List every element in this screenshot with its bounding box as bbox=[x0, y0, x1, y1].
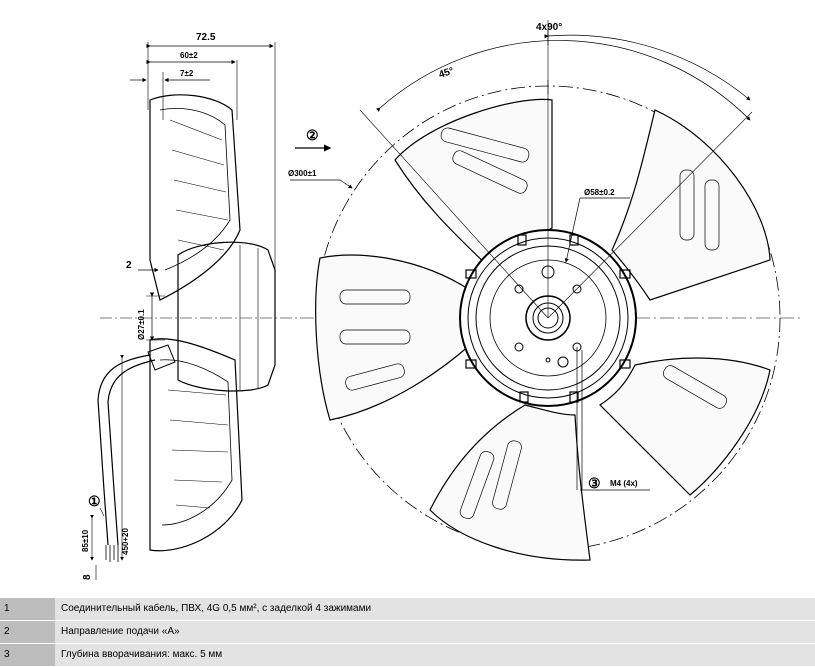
legend-text: Глубина вворачивания: макс. 5 мм bbox=[55, 644, 815, 666]
dim-depth-60: 60±2 bbox=[180, 51, 198, 60]
dim-hole-circle: Ø58±0.2 bbox=[584, 188, 615, 197]
dim-cable-length: 450+20 bbox=[121, 528, 130, 555]
dim-overall-depth: 72.5 bbox=[196, 32, 216, 43]
dim-strip-8: 8 bbox=[82, 574, 93, 580]
legend-row: 1 Соединительный кабель, ПВХ, 4G 0,5 мм²… bbox=[0, 598, 815, 621]
legend-row: 2 Направление подачи «A» bbox=[0, 621, 815, 644]
dim-cable-strip: 85±10 bbox=[81, 529, 90, 552]
dim-offset-2: 2 bbox=[126, 260, 132, 271]
legend-number: 3 bbox=[0, 644, 55, 666]
dim-angle-45: 45° bbox=[438, 66, 456, 81]
side-view bbox=[90, 42, 300, 580]
dim-fan-diameter: Ø300±1 bbox=[288, 169, 317, 178]
legend-text: Соединительный кабель, ПВХ, 4G 0,5 мм², … bbox=[55, 598, 815, 620]
dim-angle-spacing: 4x90° bbox=[536, 22, 562, 33]
marker-1: ① bbox=[88, 493, 101, 509]
technical-drawing: 72.5 60±2 7±2 2 Ø27±0.1 450+20 85±10 8 ① bbox=[81, 20, 800, 580]
fan-drawing-svg: 72.5 60±2 7±2 2 Ø27±0.1 450+20 85±10 8 ① bbox=[81, 20, 800, 580]
marker-2: ② bbox=[306, 127, 319, 143]
blade-group bbox=[315, 98, 771, 561]
dim-hub-diameter: Ø27±0.1 bbox=[137, 309, 146, 340]
dim-depth-7: 7±2 bbox=[180, 69, 194, 78]
legend-text: Направление подачи «A» bbox=[55, 621, 815, 643]
dim-thread: M4 (4x) bbox=[610, 479, 638, 488]
legend-table: 1 Соединительный кабель, ПВХ, 4G 0,5 мм²… bbox=[0, 598, 815, 667]
legend-number: 2 bbox=[0, 621, 55, 643]
legend-number: 1 bbox=[0, 598, 55, 620]
marker-3: ③ bbox=[588, 475, 601, 491]
front-view bbox=[290, 20, 800, 561]
legend-row: 3 Глубина вворачивания: макс. 5 мм bbox=[0, 644, 815, 667]
